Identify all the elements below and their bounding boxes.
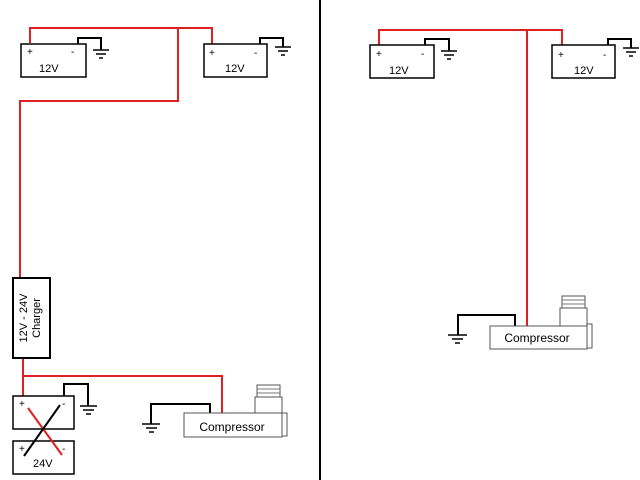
charger-label-line2: Charger (31, 298, 43, 338)
battery-2-minus-sign: - (254, 48, 257, 59)
battery-3-label: 12V (389, 65, 409, 77)
battery-2-label: 12V (225, 63, 245, 75)
right-battery-link-wire (378, 29, 563, 45)
left-panel: + - 12V + - 12V (12, 27, 291, 475)
ground-symbol-icon (448, 334, 467, 344)
ground-symbol-icon (275, 46, 291, 56)
charger: 12V - 24V Charger (12, 277, 51, 359)
battery-24-bottom-minus-sign: - (62, 444, 65, 455)
compressor-right-ground-wire (457, 314, 516, 335)
battery-24-top-body (12, 395, 75, 430)
battery-4-plus-sign: + (558, 50, 564, 61)
battery-2-plus-sign: + (209, 48, 215, 59)
ground-symbol-icon (441, 50, 457, 60)
battery-3: + - 12V (369, 38, 457, 79)
battery-3-plus-sign: + (376, 49, 382, 60)
series-cross-red-wire (27, 407, 63, 456)
battery-3-body (369, 44, 435, 79)
battery-24-bottom-plus-sign: + (19, 444, 25, 455)
charger-feed-wire (19, 28, 179, 278)
battery-24-top-plus-sign: + (19, 399, 25, 410)
ground-symbol-icon (623, 47, 639, 57)
battery-24-top: + - (12, 383, 97, 430)
compressor-tank-icon (254, 384, 288, 437)
compressor-left-body (183, 412, 283, 438)
compressor-feed-wire (22, 358, 223, 413)
compressor-left-ground-wire (150, 403, 211, 424)
battery-4-ground-wire (607, 38, 632, 48)
battery-24-top-minus-sign: - (62, 399, 65, 410)
battery-2-ground-wire (259, 37, 284, 47)
battery-1-ground-wire (77, 37, 102, 50)
battery-1-label: 12V (39, 63, 59, 75)
battery-24-label: 24V (33, 458, 53, 470)
series-cross-black-wire (23, 404, 61, 457)
compressor-tank-icon (559, 295, 593, 349)
ground-symbol-icon (142, 423, 160, 433)
battery-2-body (203, 43, 268, 78)
battery-4-label: 12V (574, 65, 594, 77)
battery-24-bottom-body (12, 440, 75, 475)
battery-1-minus-sign: - (71, 47, 74, 58)
charger-label-line1: 12V - 24V (18, 293, 30, 343)
battery-3-minus-sign: - (421, 49, 424, 60)
battery-4-body (551, 44, 616, 79)
battery-1: + - 12V (20, 37, 109, 78)
battery-4-minus-sign: - (603, 50, 606, 61)
compressor-right: Compressor (448, 295, 593, 350)
charger-body (12, 277, 51, 359)
ground-symbol-icon (80, 405, 97, 415)
compressor-left-label: Compressor (199, 420, 264, 434)
battery-4: + - 12V (551, 38, 639, 79)
compressor-right-label: Compressor (504, 331, 569, 345)
battery-link-wire (29, 27, 213, 44)
battery-3-ground-wire (424, 38, 450, 51)
battery-1-plus-sign: + (27, 47, 33, 58)
battery-24-bottom: + - 24V (12, 440, 75, 475)
compressor-left: Compressor (142, 384, 288, 438)
compressor-right-body (489, 325, 588, 350)
right-panel: + - 12V + - 12V (369, 29, 639, 350)
battery-24-ground-wire (63, 383, 89, 406)
ground-symbol-icon (93, 49, 109, 59)
battery-2: + - 12V (203, 37, 291, 78)
battery-1-body (20, 43, 87, 78)
